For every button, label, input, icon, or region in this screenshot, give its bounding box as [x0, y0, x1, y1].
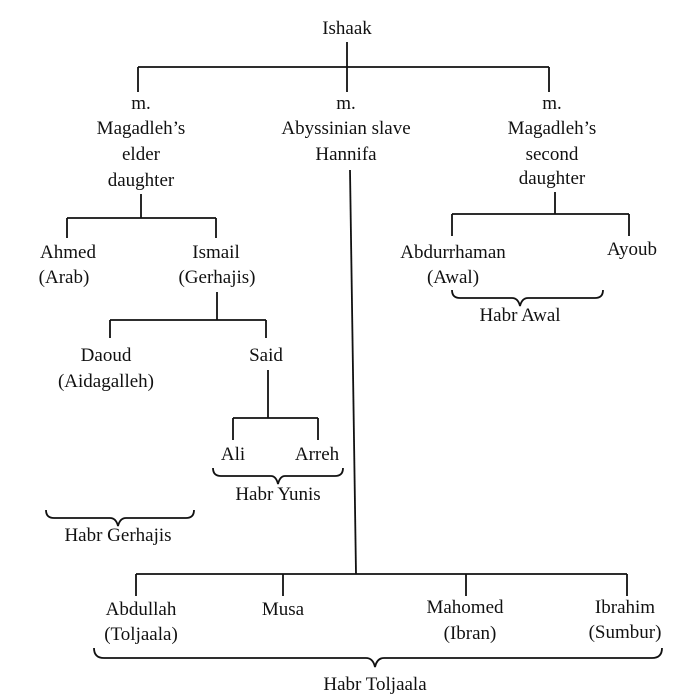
wife-1-marker: m. — [131, 93, 151, 114]
ismail-alias: (Gerhajis) — [178, 267, 255, 288]
habr-awal-label: Habr Awal — [479, 305, 560, 326]
habr-gerhajis-label: Habr Gerhajis — [64, 525, 171, 546]
abdurrhaman-name: Abdurrhaman — [400, 242, 506, 263]
wife-2-line-1: Abyssinian slave — [281, 118, 410, 139]
habr-yunis-brace — [212, 467, 344, 485]
ibrahim-alias: (Sumbur) — [589, 622, 662, 643]
wife-2-label: m. Abyssinian slave Hannifa — [281, 93, 410, 165]
ayoub-name: Ayoub — [607, 239, 657, 260]
wife-2-marker: m. — [336, 93, 356, 114]
daoud-name: Daoud — [81, 345, 132, 366]
wife-3-label: m. Magadleh’s second daughter — [508, 93, 597, 189]
ahmed-alias: (Arab) — [39, 267, 90, 288]
habr-yunis-label: Habr Yunis — [235, 484, 320, 505]
ismail-name: Ismail — [192, 242, 240, 263]
wife-1-label: m. Magadleh’s elder daughter — [97, 93, 186, 191]
ahmed-name: Ahmed — [40, 242, 96, 263]
habr-awal-brace — [451, 289, 604, 307]
said-name: Said — [249, 345, 283, 366]
musa-name: Musa — [262, 599, 305, 620]
wife-2-stem — [349, 169, 357, 575]
ibrahim-name: Ibrahim — [595, 597, 655, 618]
wife-2-line-2: Hannifa — [315, 144, 377, 165]
habr-toljaala-brace — [93, 647, 663, 668]
wife-3-line-3: daughter — [519, 168, 586, 189]
wife-3-line-2: second — [526, 144, 579, 165]
wife-1-line-1: Magadleh’s — [97, 118, 186, 139]
mahomed-alias: (Ibran) — [444, 623, 497, 644]
wife-1-line-3: daughter — [108, 170, 175, 191]
root-name: Ishaak — [322, 18, 372, 39]
mahomed-name: Mahomed — [426, 597, 504, 618]
ali-name: Ali — [221, 444, 245, 465]
habr-gerhajis-brace — [45, 509, 195, 527]
wife-1-line-2: elder — [122, 144, 161, 165]
daoud-alias: (Aidagalleh) — [58, 371, 154, 392]
wife-3-marker: m. — [542, 93, 562, 114]
abdullah-alias: (Toljaala) — [104, 624, 178, 645]
habr-toljaala-label: Habr Toljaala — [323, 674, 427, 695]
arreh-name: Arreh — [295, 444, 340, 465]
abdurrhaman-alias: (Awal) — [427, 267, 479, 288]
wife-3-line-1: Magadleh’s — [508, 118, 597, 139]
abdullah-name: Abdullah — [106, 599, 177, 620]
